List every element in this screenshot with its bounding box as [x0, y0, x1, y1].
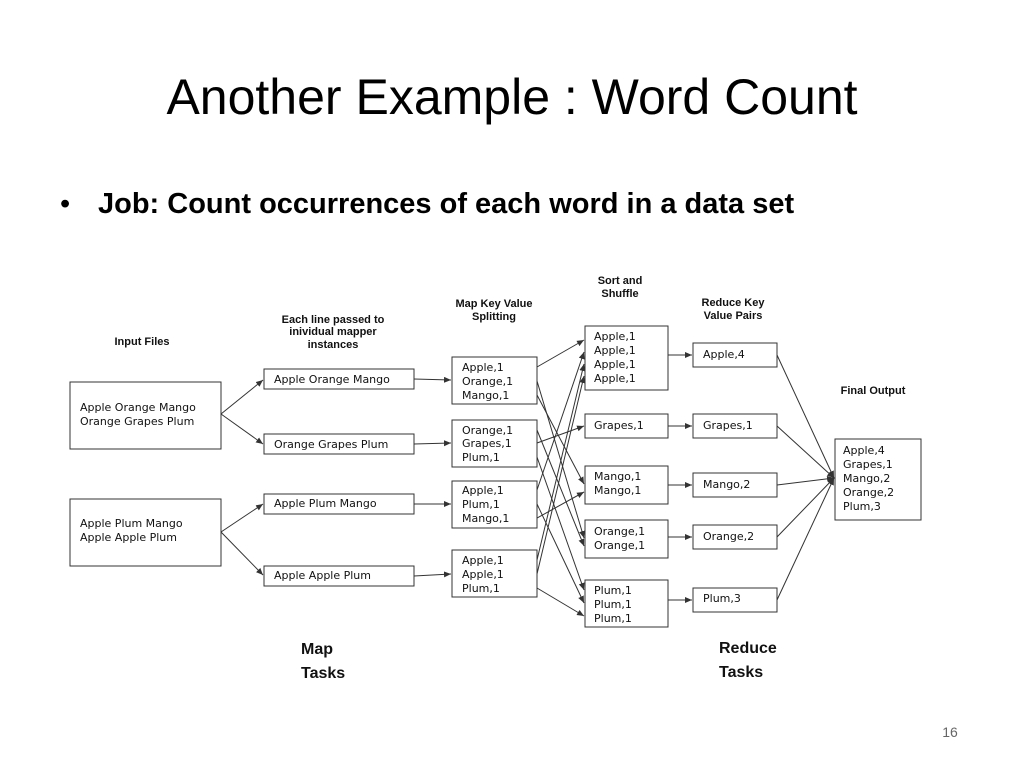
svg-text:Apple,1: Apple,1 [462, 554, 504, 567]
svg-text:Apple Plum Mango: Apple Plum Mango [80, 517, 183, 530]
svg-text:Orange,1: Orange,1 [462, 375, 513, 388]
arrow-input1-line1 [220, 379, 264, 415]
svg-text:Apple Apple Plum: Apple Apple Plum [274, 569, 371, 582]
input-file-1: Apple Orange Mango Orange Grapes Plum [69, 381, 222, 450]
shuffle-group-grapes: Grapes,1 [584, 413, 669, 439]
header-reduce-kv-1: Reduce Key [702, 297, 766, 309]
shuffle-group-apple: Apple,1 Apple,1 Apple,1 Apple,1 [584, 325, 669, 391]
svg-text:Apple,1: Apple,1 [462, 568, 504, 581]
split-line-2: Orange Grapes Plum [263, 433, 415, 455]
svg-text:Mango,2: Mango,2 [703, 478, 750, 491]
svg-text:Plum,1: Plum,1 [462, 451, 500, 464]
bullet-dot: • [60, 188, 71, 220]
shuffle-group-mango: Mango,1 Mango,1 [584, 465, 669, 505]
svg-text:Grapes,1: Grapes,1 [594, 419, 644, 432]
final-output-box: Apple,4 Grapes,1 Mango,2 Orange,2 Plum,3 [834, 438, 922, 521]
svg-text:Apple,1: Apple,1 [594, 344, 636, 357]
header-reduce-kv-2: Value Pairs [704, 310, 763, 322]
header-each-line-1: Each line passed to [282, 314, 385, 326]
svg-text:Orange,2: Orange,2 [703, 530, 754, 543]
svg-text:Apple Orange Mango: Apple Orange Mango [80, 401, 196, 414]
map-tasks-label-1: Map [301, 641, 333, 658]
svg-text:Apple,4: Apple,4 [703, 348, 745, 361]
map-output-2: Orange,1 Grapes,1 Plum,1 [451, 419, 538, 468]
svg-text:Mango,1: Mango,1 [462, 512, 509, 525]
split-line-3: Apple Plum Mango [263, 493, 415, 515]
map-output-3: Apple,1 Plum,1 Mango,1 [451, 480, 538, 529]
svg-text:Grapes,1: Grapes,1 [703, 419, 753, 432]
header-final-output: Final Output [841, 385, 906, 397]
header-map-kv-1: Map Key Value [455, 298, 532, 310]
svg-text:Apple Apple Plum: Apple Apple Plum [80, 531, 177, 544]
header-sort-shuffle-1: Sort and [598, 275, 643, 287]
input-file-2: Apple Plum Mango Apple Apple Plum [69, 498, 222, 567]
split-line-4: Apple Apple Plum [263, 565, 415, 587]
bullet-text: Job: Count occurrences of each word in a… [98, 188, 795, 220]
svg-text:Plum,3: Plum,3 [703, 592, 741, 605]
arrow-line2-map2 [413, 440, 452, 447]
svg-text:Plum,1: Plum,1 [462, 582, 500, 595]
svg-text:Plum,1: Plum,1 [594, 612, 632, 625]
arrow-input1-line2 [220, 413, 264, 445]
header-input-files: Input Files [115, 336, 170, 348]
connectors [220, 339, 835, 617]
slide-title: Another Example : Word Count [166, 69, 858, 125]
svg-text:Apple,1: Apple,1 [594, 330, 636, 343]
svg-text:Apple Orange Mango: Apple Orange Mango [274, 373, 390, 386]
bullet-item: • Job: Count occurrences of each word in … [60, 184, 794, 224]
svg-text:Plum,1: Plum,1 [594, 584, 632, 597]
svg-text:Apple Plum Mango: Apple Plum Mango [274, 497, 377, 510]
page-number: 16 [942, 724, 958, 740]
shuffle-group-plum: Plum,1 Plum,1 Plum,1 [584, 579, 669, 628]
svg-text:Orange,1: Orange,1 [594, 525, 645, 538]
map-tasks-label-2: Tasks [301, 665, 345, 682]
svg-text:Mango,1: Mango,1 [462, 389, 509, 402]
arrow-line4-map4 [413, 571, 452, 578]
svg-text:Mango,2: Mango,2 [843, 472, 890, 485]
split-line-1: Apple Orange Mango [263, 368, 415, 390]
svg-text:Orange,1: Orange,1 [462, 424, 513, 437]
reduce-output-plum: Plum,3 [692, 587, 778, 613]
header-sort-shuffle-2: Shuffle [601, 288, 638, 300]
header-map-kv-2: Splitting [472, 311, 516, 323]
svg-text:Apple,1: Apple,1 [594, 372, 636, 385]
header-each-line-3: instances [308, 339, 359, 351]
svg-text:Orange Grapes Plum: Orange Grapes Plum [274, 438, 388, 451]
map-output-1: Apple,1 Orange,1 Mango,1 [451, 356, 538, 405]
svg-text:Mango,1: Mango,1 [594, 484, 641, 497]
reduce-output-apple: Apple,4 [692, 342, 778, 368]
arrow-input2-line4 [220, 531, 264, 576]
arrow-input2-line3 [220, 503, 264, 533]
reduce-output-grapes: Grapes,1 [692, 413, 778, 439]
header-each-line-2: inividual mapper [289, 326, 377, 338]
svg-text:Orange,2: Orange,2 [843, 486, 894, 499]
reduce-output-orange: Orange,2 [692, 524, 778, 550]
reduce-output-mango: Mango,2 [692, 472, 778, 498]
svg-text:Apple,1: Apple,1 [462, 361, 504, 374]
svg-text:Plum,1: Plum,1 [594, 598, 632, 611]
svg-text:Plum,1: Plum,1 [462, 498, 500, 511]
svg-text:Apple,4: Apple,4 [843, 444, 885, 457]
svg-text:Grapes,1: Grapes,1 [843, 458, 893, 471]
arrow-line1-map1 [413, 376, 452, 383]
svg-text:Grapes,1: Grapes,1 [462, 437, 512, 450]
svg-text:Orange Grapes Plum: Orange Grapes Plum [80, 415, 194, 428]
svg-text:Apple,1: Apple,1 [462, 484, 504, 497]
reduce-tasks-label-1: Reduce [719, 640, 777, 657]
svg-text:Apple,1: Apple,1 [594, 358, 636, 371]
shuffle-group-orange: Orange,1 Orange,1 [584, 519, 669, 559]
reduce-tasks-label-2: Tasks [719, 664, 763, 681]
svg-text:Orange,1: Orange,1 [594, 539, 645, 552]
svg-text:Plum,3: Plum,3 [843, 500, 881, 513]
map-output-4: Apple,1 Apple,1 Plum,1 [451, 549, 538, 598]
svg-text:Mango,1: Mango,1 [594, 470, 641, 483]
